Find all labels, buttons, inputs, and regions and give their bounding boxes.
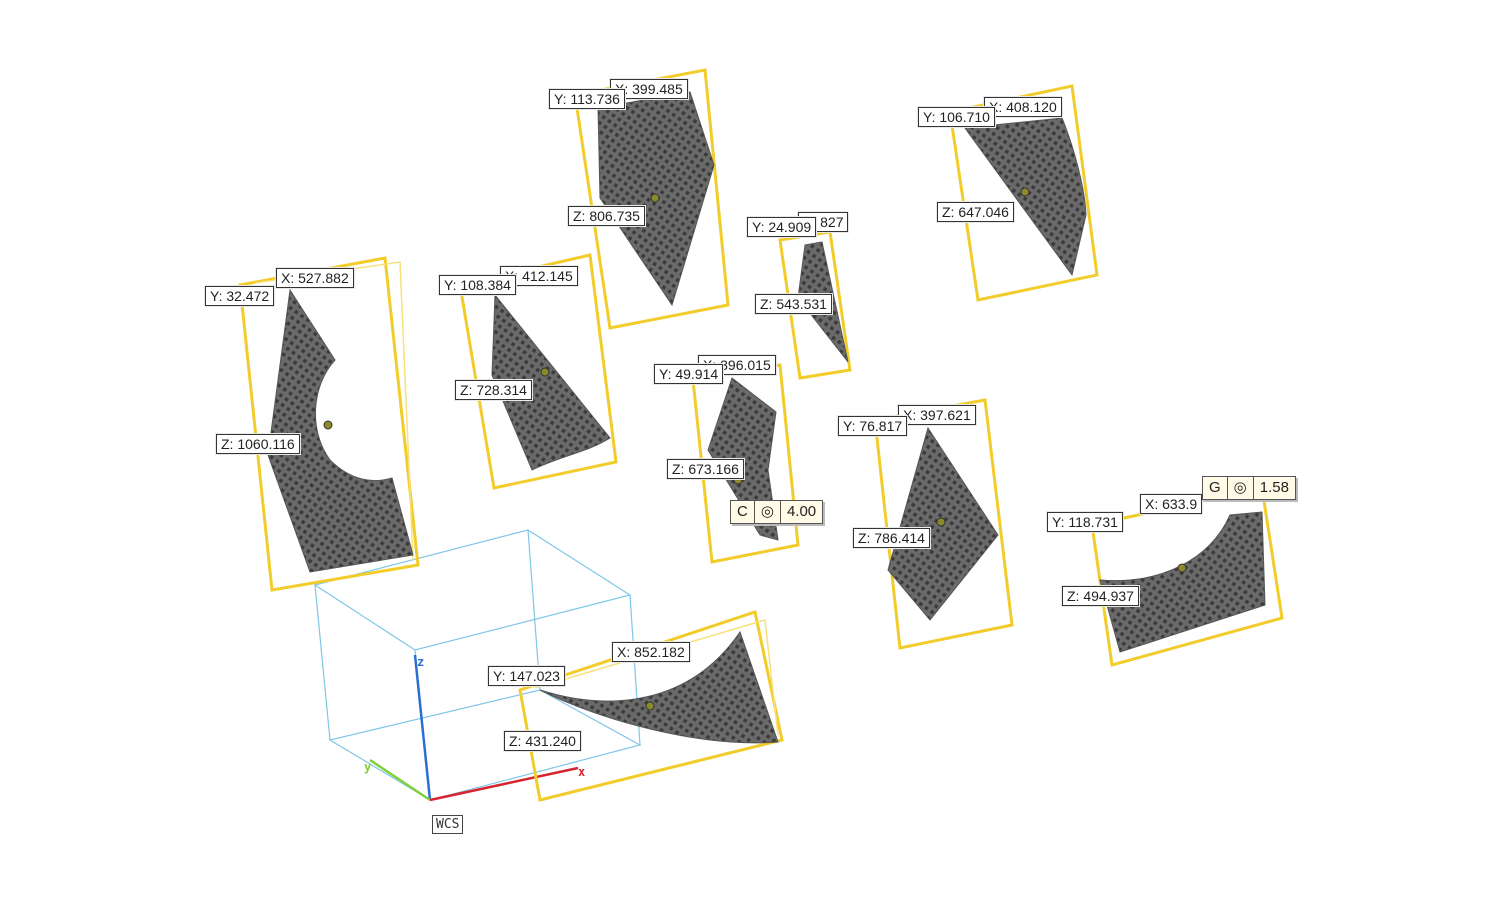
tolerance-value: 4.00 xyxy=(786,503,817,520)
axis-z-label: z xyxy=(417,655,425,669)
part-2-x-label[interactable]: X: 412.145 xyxy=(500,266,578,286)
part-6-y-label[interactable]: Y: 49.914 xyxy=(654,364,724,384)
part-1-x-label[interactable]: X: 527.882 xyxy=(276,268,354,288)
part-6-z-label[interactable]: Z: 673.166 xyxy=(667,459,744,479)
part-7-z-label[interactable]: Z: 786.414 xyxy=(853,528,930,548)
part-9-mesh[interactable] xyxy=(539,630,779,744)
concentricity-icon: ◎ xyxy=(1228,477,1254,499)
part-1-mesh[interactable] xyxy=(267,288,414,573)
part-5-x-label[interactable]: X: 408.120 xyxy=(984,97,1062,117)
part-2-z-label[interactable]: Z: 728.314 xyxy=(455,380,532,400)
axis-y-label: y xyxy=(364,760,372,774)
part-8-z-label[interactable]: Z: 494.937 xyxy=(1062,586,1139,606)
part-7-centroid xyxy=(936,517,946,527)
part-9-z-label[interactable]: Z: 431.240 xyxy=(504,731,581,751)
tolerance-letter: C xyxy=(731,501,755,523)
part-2-centroid xyxy=(540,367,550,377)
part-9-y-label[interactable]: Y: 147.023 xyxy=(488,666,565,686)
axis-x-label: x xyxy=(578,765,586,779)
part-8-centroid xyxy=(1177,563,1187,573)
part-3-y-label[interactable]: Y: 113.736 xyxy=(549,89,625,109)
tolerance-value: 1.58 xyxy=(1259,479,1289,496)
part-1-centroid xyxy=(323,420,333,430)
part-8-x-label[interactable]: X: 633.9 xyxy=(1140,494,1203,514)
part-9-bounding-box[interactable] xyxy=(518,610,784,802)
part-5-centroid xyxy=(1020,187,1030,197)
part-5-mesh[interactable] xyxy=(964,117,1087,277)
part-1-y-label[interactable]: Y: 32.472 xyxy=(205,286,275,306)
part-2-y-label[interactable]: Y: 108.384 xyxy=(439,275,516,295)
part-4-y-label[interactable]: Y: 24.909 xyxy=(747,217,817,237)
part-9-centroid xyxy=(645,701,655,711)
part-8-mesh[interactable] xyxy=(1099,511,1266,653)
part-2-bounding-box[interactable] xyxy=(458,253,618,490)
part-2-mesh[interactable] xyxy=(491,293,611,471)
part-7-y-label[interactable]: Y: 76.817 xyxy=(838,416,908,436)
wcs-label: WCS xyxy=(432,815,464,834)
tolerance-frame-c[interactable]: C ◎ 4.00 xyxy=(730,500,824,524)
tolerance-frame-g[interactable]: G ◎ 1.58 xyxy=(1202,476,1296,500)
part-3-z-label[interactable]: Z: 806.735 xyxy=(568,206,645,226)
part-5-y-label[interactable]: Y: 106.710 xyxy=(918,107,995,127)
tolerance-letter: G xyxy=(1203,477,1228,499)
part-8-y-label[interactable]: Y: 118.731 xyxy=(1047,512,1123,532)
concentricity-icon: ◎ xyxy=(755,501,781,523)
part-3-bounding-box[interactable] xyxy=(573,68,730,330)
part-5-z-label[interactable]: Z: 647.046 xyxy=(937,202,1014,222)
part-9-x-label[interactable]: X: 852.182 xyxy=(612,642,690,662)
part-8-bounding-box[interactable] xyxy=(1090,486,1284,667)
wcs-axes xyxy=(369,654,579,802)
part-7-x-label[interactable]: X: 397.621 xyxy=(898,405,976,425)
part-3-centroid xyxy=(650,193,660,203)
part-5-bounding-box[interactable] xyxy=(948,84,1099,302)
part-3-x-label[interactable]: X: 399.485 xyxy=(610,79,688,99)
part-1-z-label[interactable]: Z: 1060.116 xyxy=(216,434,300,454)
part-4-z-label[interactable]: Z: 543.531 xyxy=(755,294,832,314)
